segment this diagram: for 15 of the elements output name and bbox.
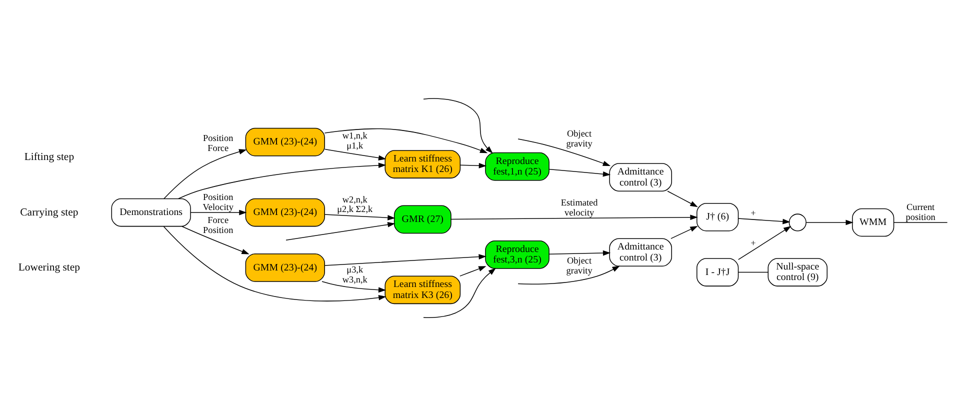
edge-label: + xyxy=(750,238,756,248)
edge-label: Object gravity xyxy=(566,128,592,148)
edge-label: Position Velocity xyxy=(202,192,234,212)
edge-label: w1,n,k μ1,k xyxy=(342,130,368,151)
edge-label: Estimated velocity xyxy=(560,197,598,218)
edge-label: w2,n,k μ2,k Σ2,k xyxy=(337,194,373,214)
edge-label: Object gravity xyxy=(566,256,592,276)
edge-label: Current position xyxy=(906,202,936,222)
edge-label: + xyxy=(750,208,756,218)
edge-label: μ3,k w3,n,k xyxy=(342,264,368,285)
edge-label: Force Position xyxy=(203,214,234,235)
label: Lifting step xyxy=(24,151,74,164)
edge-label: Position Force xyxy=(203,132,234,153)
label: Lowering step xyxy=(18,262,80,274)
label: Carrying step xyxy=(20,206,78,218)
